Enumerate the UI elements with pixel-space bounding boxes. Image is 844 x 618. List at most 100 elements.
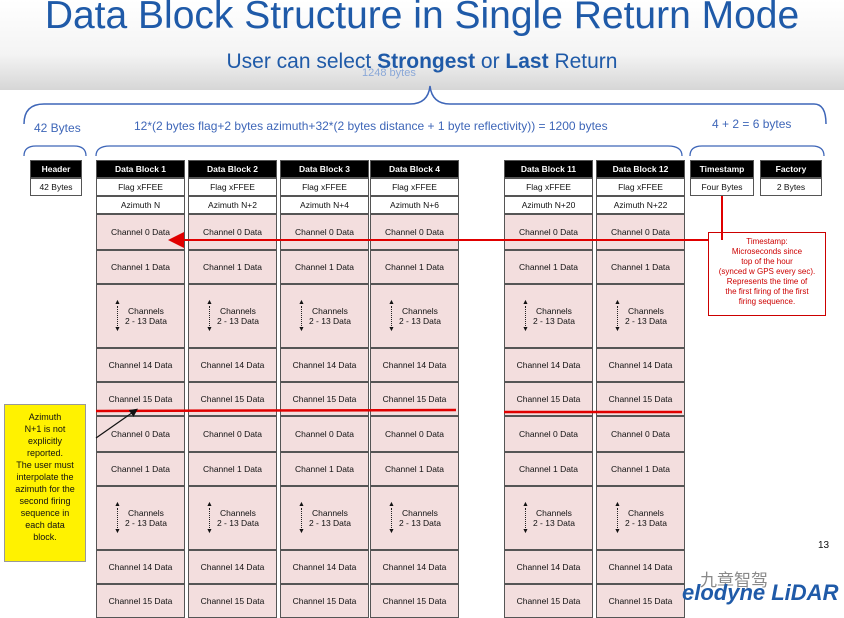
channel-cell: Channel 1 Data bbox=[280, 452, 369, 486]
data-block-flag: Flag xFFEE bbox=[596, 178, 685, 196]
channel-cell: Channel 14 Data bbox=[96, 550, 185, 584]
channel-cell: Channel 14 Data bbox=[280, 550, 369, 584]
channel-range-cell: ▲▼Channels 2 - 13 Data bbox=[188, 284, 277, 348]
channel-cell: Channel 15 Data bbox=[370, 584, 459, 618]
page-number: 13 bbox=[818, 540, 830, 551]
timestamp-column: Timestamp Four Bytes bbox=[690, 160, 754, 196]
channel-cell: Channel 0 Data bbox=[370, 214, 459, 250]
channel-cell: Channel 1 Data bbox=[280, 250, 369, 284]
channel-range-label: Channels 2 - 13 Data bbox=[216, 508, 259, 528]
channel-range-cell: ▲▼Channels 2 - 13 Data bbox=[96, 284, 185, 348]
channel-range-label: Channels 2 - 13 Data bbox=[124, 306, 167, 326]
channel-cell: Channel 0 Data bbox=[280, 214, 369, 250]
timestamp-note: Timestamp: Microseconds since top of the… bbox=[708, 232, 826, 316]
channel-cell: Channel 0 Data bbox=[96, 416, 185, 452]
channel-cell: Channel 14 Data bbox=[596, 348, 685, 382]
channel-cell: Channel 14 Data bbox=[370, 550, 459, 584]
channel-cell: Channel 14 Data bbox=[370, 348, 459, 382]
channel-range-label: Channels 2 - 13 Data bbox=[308, 306, 351, 326]
vertical-range-arrow-icon: ▲▼ bbox=[614, 501, 621, 535]
channel-cell: Channel 14 Data bbox=[188, 348, 277, 382]
data-block-title: Data Block 12 bbox=[596, 160, 685, 178]
data-block-flag: Flag xFFEE bbox=[96, 178, 185, 196]
channel-range-label: Channels 2 - 13 Data bbox=[624, 306, 667, 326]
data-block-flag: Flag xFFEE bbox=[188, 178, 277, 196]
channel-cell: Channel 1 Data bbox=[504, 250, 593, 284]
channel-range-group: ▲▼Channels 2 - 13 Data bbox=[522, 501, 575, 535]
channel-range-group: ▲▼Channels 2 - 13 Data bbox=[388, 299, 441, 333]
header-column-title: Header bbox=[30, 160, 82, 178]
data-block-title: Data Block 1 bbox=[96, 160, 185, 178]
subtitle-mid: or bbox=[475, 50, 506, 73]
channel-range-label: Channels 2 - 13 Data bbox=[398, 508, 441, 528]
channel-cell: Channel 1 Data bbox=[504, 452, 593, 486]
channel-range-cell: ▲▼Channels 2 - 13 Data bbox=[96, 486, 185, 550]
channel-range-group: ▲▼Channels 2 - 13 Data bbox=[522, 299, 575, 333]
channel-cell: Channel 0 Data bbox=[596, 416, 685, 452]
channel-range-label: Channels 2 - 13 Data bbox=[398, 306, 441, 326]
channel-range-cell: ▲▼Channels 2 - 13 Data bbox=[596, 486, 685, 550]
channel-cell: Channel 0 Data bbox=[504, 214, 593, 250]
data-block-title: Data Block 2 bbox=[188, 160, 277, 178]
azimuth-note: Azimuth N+1 is not explicitly reported. … bbox=[4, 404, 86, 562]
channel-cell: Channel 0 Data bbox=[370, 416, 459, 452]
channel-range-label: Channels 2 - 13 Data bbox=[624, 508, 667, 528]
channel-range-label: Channels 2 - 13 Data bbox=[216, 306, 259, 326]
channel-cell: Channel 14 Data bbox=[280, 348, 369, 382]
velodyne-logo: elodyne LiDAR bbox=[682, 580, 839, 605]
vertical-range-arrow-icon: ▲▼ bbox=[206, 299, 213, 333]
channel-range-group: ▲▼Channels 2 - 13 Data bbox=[114, 501, 167, 535]
channel-range-label: Channels 2 - 13 Data bbox=[532, 508, 575, 528]
title-band bbox=[0, 0, 844, 90]
vertical-range-arrow-icon: ▲▼ bbox=[206, 501, 213, 535]
ghost-bytes-label: 1248 bytes bbox=[362, 67, 416, 79]
data-block-azimuth: Azimuth N+4 bbox=[280, 196, 369, 214]
channel-cell: Channel 0 Data bbox=[188, 214, 277, 250]
channel-cell: Channel 15 Data bbox=[596, 382, 685, 416]
channel-cell: Channel 14 Data bbox=[596, 550, 685, 584]
page-title: Data Block Structure in Single Return Mo… bbox=[44, 0, 800, 37]
channel-range-cell: ▲▼Channels 2 - 13 Data bbox=[370, 284, 459, 348]
channel-range-cell: ▲▼Channels 2 - 13 Data bbox=[596, 284, 685, 348]
vertical-range-arrow-icon: ▲▼ bbox=[114, 299, 121, 333]
channel-cell: Channel 0 Data bbox=[504, 416, 593, 452]
channel-cell: Channel 1 Data bbox=[370, 452, 459, 486]
channel-cell: Channel 15 Data bbox=[188, 584, 277, 618]
channel-cell: Channel 14 Data bbox=[96, 348, 185, 382]
vertical-range-arrow-icon: ▲▼ bbox=[522, 501, 529, 535]
channel-cell: Channel 14 Data bbox=[504, 550, 593, 584]
channel-range-label: Channels 2 - 13 Data bbox=[532, 306, 575, 326]
channel-range-group: ▲▼Channels 2 - 13 Data bbox=[298, 501, 351, 535]
channel-cell: Channel 14 Data bbox=[504, 348, 593, 382]
channel-range-cell: ▲▼Channels 2 - 13 Data bbox=[188, 486, 277, 550]
data-block-azimuth: Azimuth N bbox=[96, 196, 185, 214]
page-subtitle: User can select Strongest or Last Return bbox=[0, 50, 844, 74]
vertical-range-arrow-icon: ▲▼ bbox=[388, 299, 395, 333]
header-column-value: 42 Bytes bbox=[30, 178, 82, 196]
data-block-flag: Flag xFFEE bbox=[370, 178, 459, 196]
channel-range-cell: ▲▼Channels 2 - 13 Data bbox=[370, 486, 459, 550]
factory-column-value: 2 Bytes bbox=[760, 178, 822, 196]
channel-range-group: ▲▼Channels 2 - 13 Data bbox=[114, 299, 167, 333]
data-block-flag: Flag xFFEE bbox=[504, 178, 593, 196]
data-block-azimuth: Azimuth N+20 bbox=[504, 196, 593, 214]
channel-cell: Channel 0 Data bbox=[596, 214, 685, 250]
watermark: 九章智驾 bbox=[700, 571, 768, 590]
channel-cell: Channel 0 Data bbox=[188, 416, 277, 452]
data-block-azimuth: Azimuth N+2 bbox=[188, 196, 277, 214]
header-column: Header 42 Bytes bbox=[30, 160, 82, 196]
data-block-title: Data Block 11 bbox=[504, 160, 593, 178]
channel-cell: Channel 1 Data bbox=[596, 452, 685, 486]
channel-cell: Channel 1 Data bbox=[96, 452, 185, 486]
channel-range-group: ▲▼Channels 2 - 13 Data bbox=[614, 501, 667, 535]
vertical-range-arrow-icon: ▲▼ bbox=[298, 501, 305, 535]
timestamp-column-value: Four Bytes bbox=[690, 178, 754, 196]
channel-cell: Channel 1 Data bbox=[370, 250, 459, 284]
data-block-azimuth: Azimuth N+22 bbox=[596, 196, 685, 214]
